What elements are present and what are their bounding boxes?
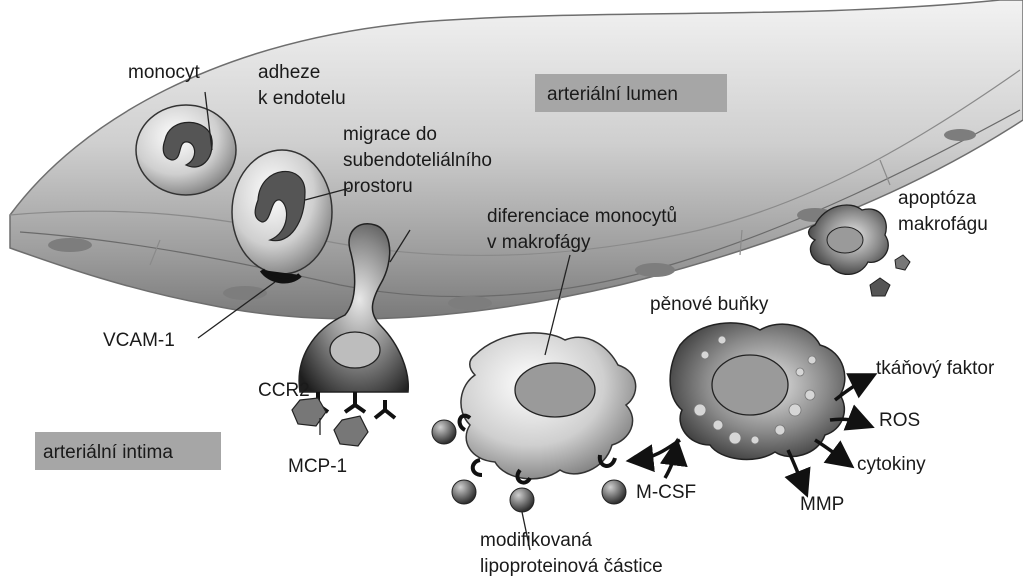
differentiating-macrophage (461, 333, 636, 479)
label-mcsf: M-CSF (636, 482, 696, 503)
label-apoptosis-2: makrofágu (898, 214, 988, 235)
endothelial-nucleus (48, 238, 92, 252)
label-migration-2: subendoteliálního (343, 150, 492, 171)
label-modified-1: modifikovaná (480, 530, 592, 551)
label-foam-cells: pěnové buňky (650, 294, 769, 315)
label-mmp: MMP (800, 494, 844, 515)
label-ros: ROS (879, 410, 920, 431)
label-ccr2: CCR2 (258, 380, 310, 401)
endothelial-nucleus (448, 296, 492, 310)
label-vcam: VCAM-1 (103, 330, 175, 351)
label-mcp1: MCP-1 (288, 456, 347, 477)
label-migration-3: prostoru (343, 176, 413, 197)
label-modified-2: lipoproteinová částice (480, 556, 663, 577)
label-lumen: arteriální lumen (547, 84, 678, 105)
label-intima: arteriální intima (43, 442, 173, 463)
endothelial-nucleus (944, 129, 976, 141)
label-adhesion-2: k endotelu (258, 88, 346, 109)
label-adhesion-1: adheze (258, 62, 320, 83)
apoptotic-macrophage (809, 205, 910, 296)
label-tissue-factor: tkáňový faktor (876, 358, 995, 379)
label-differentiation-2: v makrofágy (487, 232, 591, 253)
monocyte-cell (136, 105, 236, 195)
label-differentiation-1: diferenciace monocytů (487, 206, 677, 227)
endothelial-nucleus (635, 263, 675, 277)
label-cytokines: cytokiny (857, 454, 926, 475)
foam-cell (670, 323, 845, 460)
label-monocyte: monocyt (128, 62, 201, 83)
label-migration-1: migrace do (343, 124, 437, 145)
label-apoptosis-1: apoptóza (898, 188, 977, 209)
